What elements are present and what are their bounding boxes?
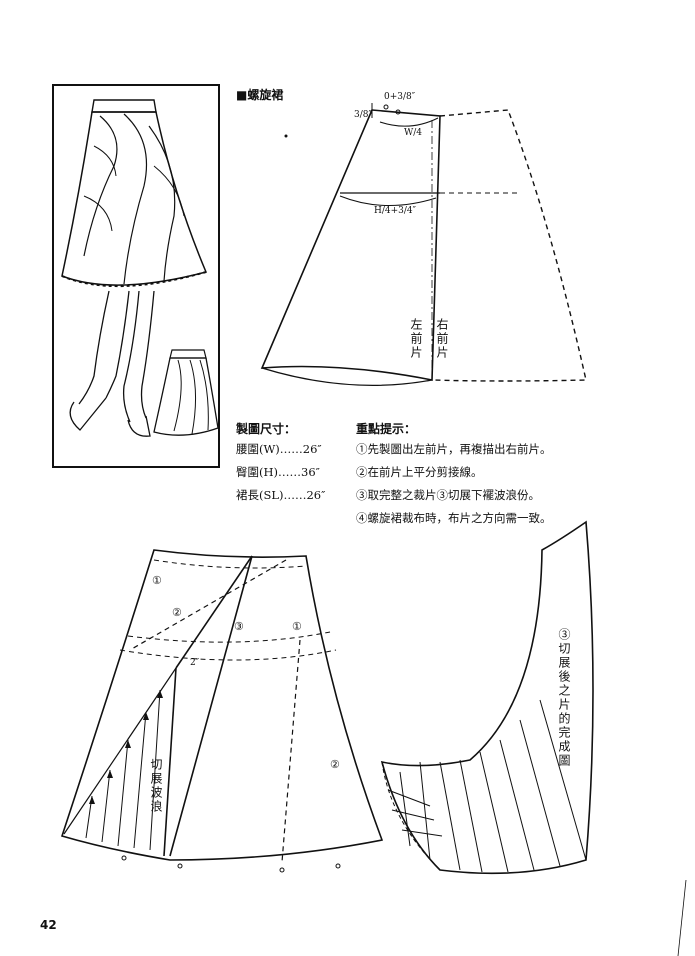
panel-1-label: ①: [152, 574, 162, 587]
measurement-waist: 腰圍(W)……26″: [236, 442, 322, 456]
page-number: 42: [40, 918, 57, 932]
panel-1b-label: ①: [292, 620, 302, 633]
panel-2-label: ②: [172, 606, 182, 619]
panel-2b-label: ②: [330, 758, 340, 771]
cut-spread-label: 切展波浪: [149, 758, 163, 814]
tips-list: ①先製圖出左前片，再複描出右前片。 ②在前片上平分剪接線。 ③取完整之裁片③切展…: [356, 438, 552, 530]
waist-rise-label: 0+3/8″: [384, 92, 416, 102]
skirt-figure-drawing: [61, 99, 219, 437]
left-front-label: 左前片: [409, 318, 423, 360]
tip-item-3: ③取完整之裁片③切展下襬波浪份。: [356, 488, 540, 502]
panel-3-label: ③: [234, 620, 244, 633]
tip-item-4: ④螺旋裙裁布時，布片之方向需一致。: [356, 511, 552, 525]
fashion-illustration: [52, 84, 220, 468]
tip-item-2: ②在前片上平分剪接線。: [356, 465, 483, 479]
measurements-list: 腰圍(W)……26″ 臀圍(H)……36″ 裙長(SL)……26″: [236, 438, 325, 507]
hip-formula-label: H/4+3/4″: [374, 206, 416, 216]
tip-item-1: ①先製圖出左前片，再複描出右前片。: [356, 442, 552, 456]
measurement-hip: 臀圍(H)……36″: [236, 465, 320, 479]
measurement-skirt-length: 裙長(SL)……26″: [236, 488, 326, 502]
offset-label: 2″: [190, 658, 200, 668]
tips-heading: 重點提示：: [356, 422, 417, 436]
measurements-heading: 製圖尺寸：: [236, 422, 297, 436]
section-title: ■螺旋裙: [236, 88, 284, 102]
completed-panel-label: ③切展後之片的完成圖: [557, 628, 571, 768]
right-front-label: 右前片: [435, 318, 449, 360]
side-offset-label: 3/8″: [354, 110, 372, 120]
waist-formula-label: W/4: [404, 128, 423, 138]
